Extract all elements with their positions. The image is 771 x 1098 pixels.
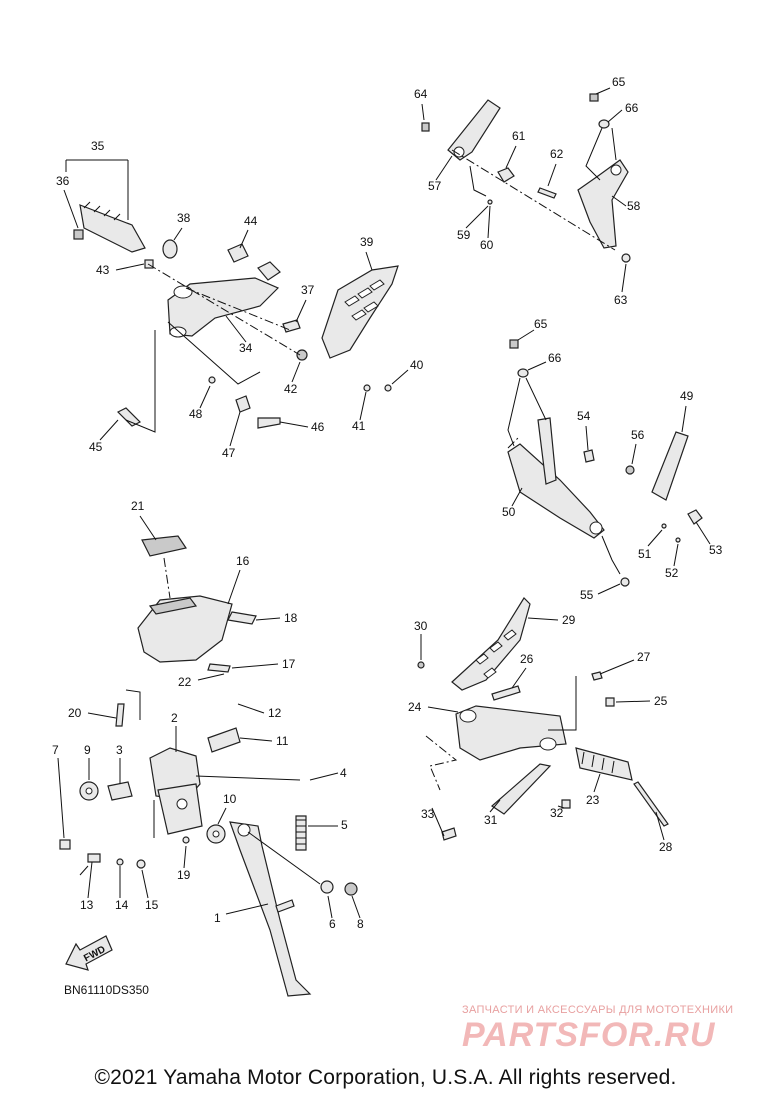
callout-50: 50 bbox=[502, 505, 516, 519]
callout-25: 25 bbox=[654, 694, 668, 708]
callout-labels: 1 2 3 4 5 6 7 8 9 10 11 12 13 14 15 16 1… bbox=[52, 75, 723, 931]
callout-47: 47 bbox=[222, 446, 236, 460]
callout-66-lower: 66 bbox=[548, 351, 562, 365]
callout-38: 38 bbox=[177, 211, 191, 225]
callout-18: 18 bbox=[284, 611, 298, 625]
callout-30: 30 bbox=[414, 619, 428, 633]
callout-36: 36 bbox=[56, 174, 70, 188]
callout-56: 56 bbox=[631, 428, 645, 442]
callout-63: 63 bbox=[614, 293, 628, 307]
callout-57: 57 bbox=[428, 179, 442, 193]
callout-27: 27 bbox=[637, 650, 651, 664]
callout-8: 8 bbox=[357, 917, 364, 931]
callout-42: 42 bbox=[284, 382, 298, 396]
rider-footrest-group bbox=[73, 201, 399, 433]
callout-2: 2 bbox=[171, 711, 178, 725]
callout-60: 60 bbox=[480, 238, 494, 252]
callout-5: 5 bbox=[341, 818, 348, 832]
drawing-code: BN61110DS350 bbox=[64, 983, 149, 997]
callout-34: 34 bbox=[239, 341, 253, 355]
callout-64: 64 bbox=[414, 87, 428, 101]
callout-35: 35 bbox=[91, 139, 105, 153]
callout-58: 58 bbox=[627, 199, 641, 213]
callout-37: 37 bbox=[301, 283, 315, 297]
callout-3: 3 bbox=[116, 743, 123, 757]
callout-33: 33 bbox=[421, 807, 435, 821]
callout-20: 20 bbox=[68, 706, 82, 720]
callout-23: 23 bbox=[586, 793, 600, 807]
callout-49: 49 bbox=[680, 389, 694, 403]
callout-22: 22 bbox=[178, 675, 192, 689]
callout-40: 40 bbox=[410, 358, 424, 372]
callout-53: 53 bbox=[709, 543, 723, 557]
sidestand-group bbox=[59, 689, 358, 997]
callout-44: 44 bbox=[244, 214, 258, 228]
callout-41: 41 bbox=[352, 419, 366, 433]
callout-9: 9 bbox=[84, 743, 91, 757]
callout-48: 48 bbox=[189, 407, 203, 421]
callout-4: 4 bbox=[340, 766, 347, 780]
callout-14: 14 bbox=[115, 898, 129, 912]
callout-15: 15 bbox=[145, 898, 159, 912]
callout-1: 1 bbox=[214, 911, 221, 925]
watermark-tagline: ЗАПЧАСТИ И АКСЕССУАРЫ ДЛЯ МОТОТЕХНИКИ bbox=[462, 1004, 734, 1016]
callout-13: 13 bbox=[80, 898, 94, 912]
callout-24: 24 bbox=[408, 700, 422, 714]
callout-32: 32 bbox=[550, 806, 564, 820]
callout-6: 6 bbox=[329, 917, 336, 931]
callout-45: 45 bbox=[89, 440, 103, 454]
callout-39: 39 bbox=[360, 235, 374, 249]
callout-26: 26 bbox=[520, 652, 534, 666]
callout-11: 11 bbox=[276, 734, 289, 748]
callout-7: 7 bbox=[52, 743, 59, 757]
callout-55: 55 bbox=[580, 588, 594, 602]
callout-62: 62 bbox=[550, 147, 564, 161]
callout-54: 54 bbox=[577, 409, 591, 423]
passenger-footrest-group-b bbox=[507, 339, 703, 587]
callout-21: 21 bbox=[131, 499, 145, 513]
callout-19: 19 bbox=[177, 868, 191, 882]
callout-28: 28 bbox=[659, 840, 673, 854]
watermark-logo: PARTSFOR.RU bbox=[462, 1016, 716, 1054]
callout-65-lower: 65 bbox=[534, 317, 548, 331]
callout-52: 52 bbox=[665, 566, 679, 580]
side-cover-group bbox=[137, 535, 257, 673]
callout-31: 31 bbox=[484, 813, 498, 827]
copyright-notice: ©2021 Yamaha Motor Corporation, U.S.A. A… bbox=[94, 1066, 677, 1089]
rear-footrest-group bbox=[417, 597, 669, 841]
callout-65: 65 bbox=[612, 75, 626, 89]
passenger-footrest-group-a bbox=[421, 93, 631, 263]
callout-16: 16 bbox=[236, 554, 250, 568]
callout-51: 51 bbox=[638, 547, 652, 561]
callout-17: 17 bbox=[282, 657, 296, 671]
callout-10: 10 bbox=[223, 792, 237, 806]
callout-61: 61 bbox=[512, 129, 526, 143]
callout-12: 12 bbox=[268, 706, 282, 720]
callout-29: 29 bbox=[562, 613, 576, 627]
callout-59: 59 bbox=[457, 228, 471, 242]
callout-43: 43 bbox=[96, 263, 110, 277]
callout-66: 66 bbox=[625, 101, 639, 115]
callout-46: 46 bbox=[311, 420, 325, 434]
